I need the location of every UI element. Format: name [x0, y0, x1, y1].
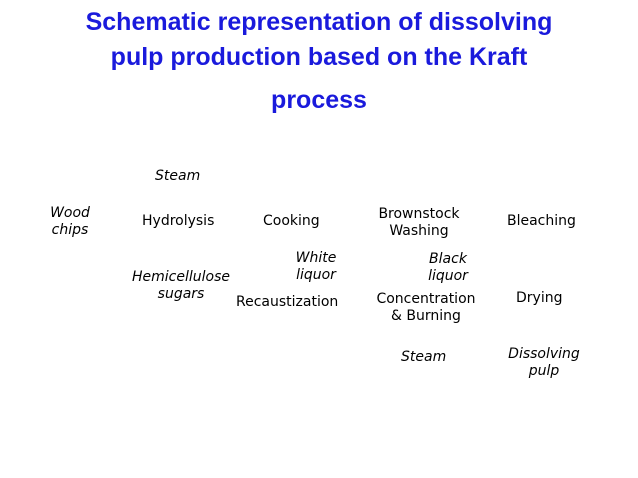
wood-chips-label: Wood chips: [50, 205, 90, 238]
bleaching-label: Bleaching: [507, 213, 576, 229]
concentration-burning-label: Concentration & Burning: [376, 291, 476, 324]
drying-label: Drying: [516, 290, 563, 306]
black-liquor-label: Black liquor: [428, 251, 468, 284]
brownstock-washing-label: Brownstock Washing: [378, 206, 460, 239]
hydrolysis-label: Hydrolysis: [142, 213, 215, 229]
recaustization-label: Recaustization: [236, 294, 339, 310]
white-liquor-label: White liquor: [295, 250, 337, 283]
cooking-label: Cooking: [263, 213, 320, 229]
steam-top-label: Steam: [155, 168, 201, 184]
dissolving-pulp-label: Dissolving pulp: [508, 346, 580, 379]
title-line-3: process: [271, 86, 367, 114]
title-line-2: pulp production based on the Kraft: [110, 43, 528, 71]
title-line-1: Schematic representation of dissolving: [85, 8, 553, 36]
hemicellulose-sugars-label: Hemicellulose sugars: [132, 269, 230, 302]
steam-bottom-label: Steam: [401, 349, 447, 365]
